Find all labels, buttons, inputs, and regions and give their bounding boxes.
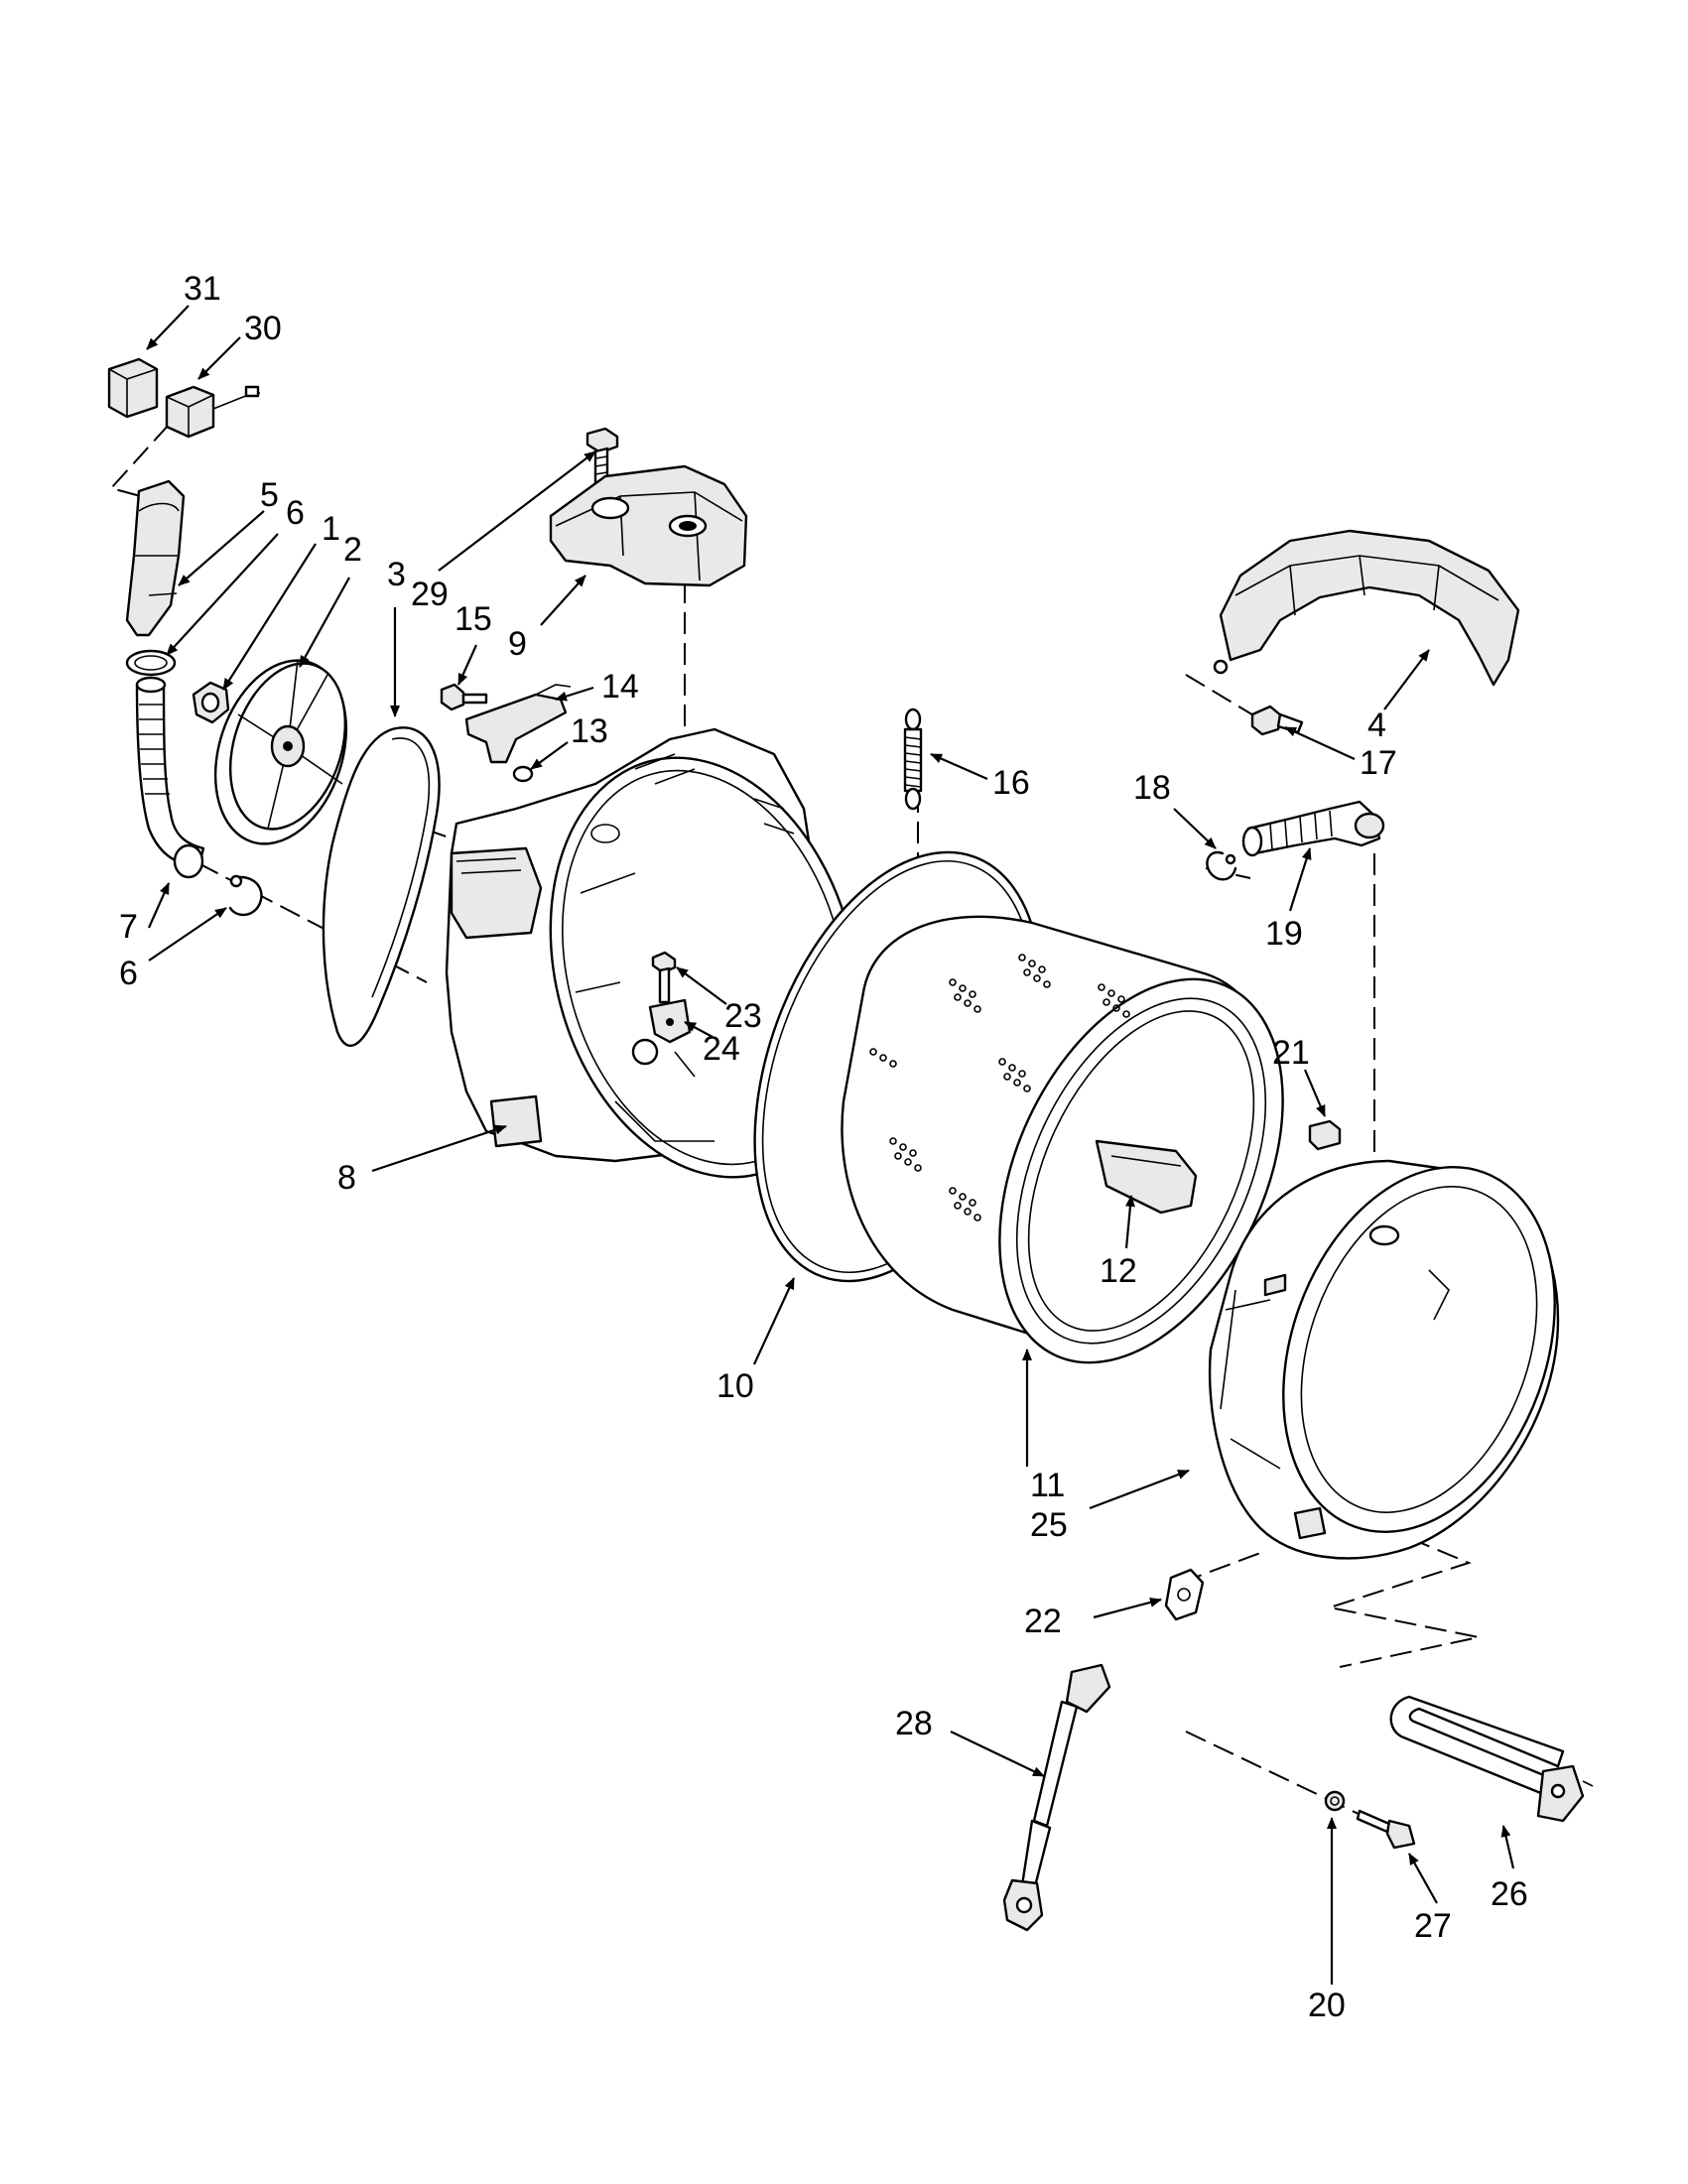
callout-1: 1 bbox=[322, 510, 340, 548]
callout-25: 25 bbox=[1030, 1506, 1068, 1544]
callout-23: 23 bbox=[724, 997, 762, 1035]
part-3-belt bbox=[322, 726, 441, 1048]
part-5-hose-elbow bbox=[125, 479, 186, 637]
callout-18: 18 bbox=[1133, 769, 1171, 807]
callout-8: 8 bbox=[337, 1159, 356, 1197]
part-13-o-ring bbox=[512, 765, 534, 783]
part-31-connector-cover bbox=[107, 357, 159, 419]
callout-4: 4 bbox=[1367, 707, 1386, 744]
callout-20: 20 bbox=[1308, 1987, 1346, 2024]
part-25-tub-front bbox=[1208, 1159, 1560, 1560]
callout-3: 3 bbox=[387, 556, 406, 593]
part-18-clamp bbox=[1206, 850, 1237, 881]
part-21-clip bbox=[1308, 1119, 1342, 1151]
callout-28: 28 bbox=[895, 1705, 933, 1742]
callout-31: 31 bbox=[184, 270, 221, 308]
callout-12: 12 bbox=[1100, 1252, 1137, 1290]
callout-labels: 31 30 5 6 1 2 3 29 15 9 14 13 16 4 17 18… bbox=[119, 270, 1528, 2024]
drum-perforations bbox=[869, 954, 1130, 1221]
callout-27: 27 bbox=[1414, 1907, 1452, 1945]
callout-5: 5 bbox=[260, 476, 279, 514]
part-23-bolt bbox=[651, 951, 677, 1004]
part-1-nut bbox=[192, 681, 230, 724]
part-16-spring bbox=[903, 707, 923, 811]
part-9-counterweight bbox=[549, 464, 748, 587]
part-26-heater bbox=[1389, 1695, 1594, 1823]
callout-6-upper: 6 bbox=[286, 494, 305, 532]
leader-arrows bbox=[146, 305, 1515, 1985]
part-11-drum bbox=[841, 915, 1284, 1364]
callout-11: 11 bbox=[1030, 1467, 1065, 1504]
part-28-shock-absorber bbox=[1002, 1663, 1111, 1932]
part-7-drain-hose bbox=[135, 676, 205, 879]
callout-21: 21 bbox=[1272, 1034, 1310, 1072]
part-30-connector bbox=[165, 385, 261, 439]
part-15-screw bbox=[440, 683, 488, 711]
callout-19: 19 bbox=[1265, 915, 1303, 953]
part-17-screw bbox=[1250, 705, 1304, 736]
callout-14: 14 bbox=[601, 668, 639, 706]
callout-15: 15 bbox=[454, 600, 492, 638]
callout-10: 10 bbox=[716, 1367, 754, 1405]
part-14-bracket bbox=[464, 684, 572, 764]
part-19-hose bbox=[1241, 800, 1385, 857]
callout-29: 29 bbox=[411, 576, 449, 613]
callout-24: 24 bbox=[703, 1030, 740, 1068]
part-6-clamp-upper bbox=[125, 649, 177, 677]
callout-2: 2 bbox=[343, 531, 362, 569]
part-6-clamp-lower bbox=[228, 874, 263, 917]
callout-22: 22 bbox=[1024, 1603, 1062, 1640]
part-4-tub-cover bbox=[1213, 529, 1520, 687]
callout-16: 16 bbox=[992, 764, 1030, 802]
callout-6-lower: 6 bbox=[119, 955, 138, 992]
callout-13: 13 bbox=[571, 712, 608, 750]
part-27-sensor bbox=[1356, 1809, 1416, 1850]
part-24-bracket bbox=[648, 998, 692, 1044]
part-2-pulley bbox=[213, 659, 348, 845]
callout-26: 26 bbox=[1491, 1875, 1528, 1913]
part-20-grommet bbox=[1324, 1790, 1346, 1812]
callout-17: 17 bbox=[1360, 744, 1397, 782]
callout-30: 30 bbox=[244, 310, 282, 347]
callout-7: 7 bbox=[119, 908, 138, 946]
callout-9: 9 bbox=[508, 625, 527, 663]
part-22-gasket bbox=[1164, 1568, 1205, 1621]
